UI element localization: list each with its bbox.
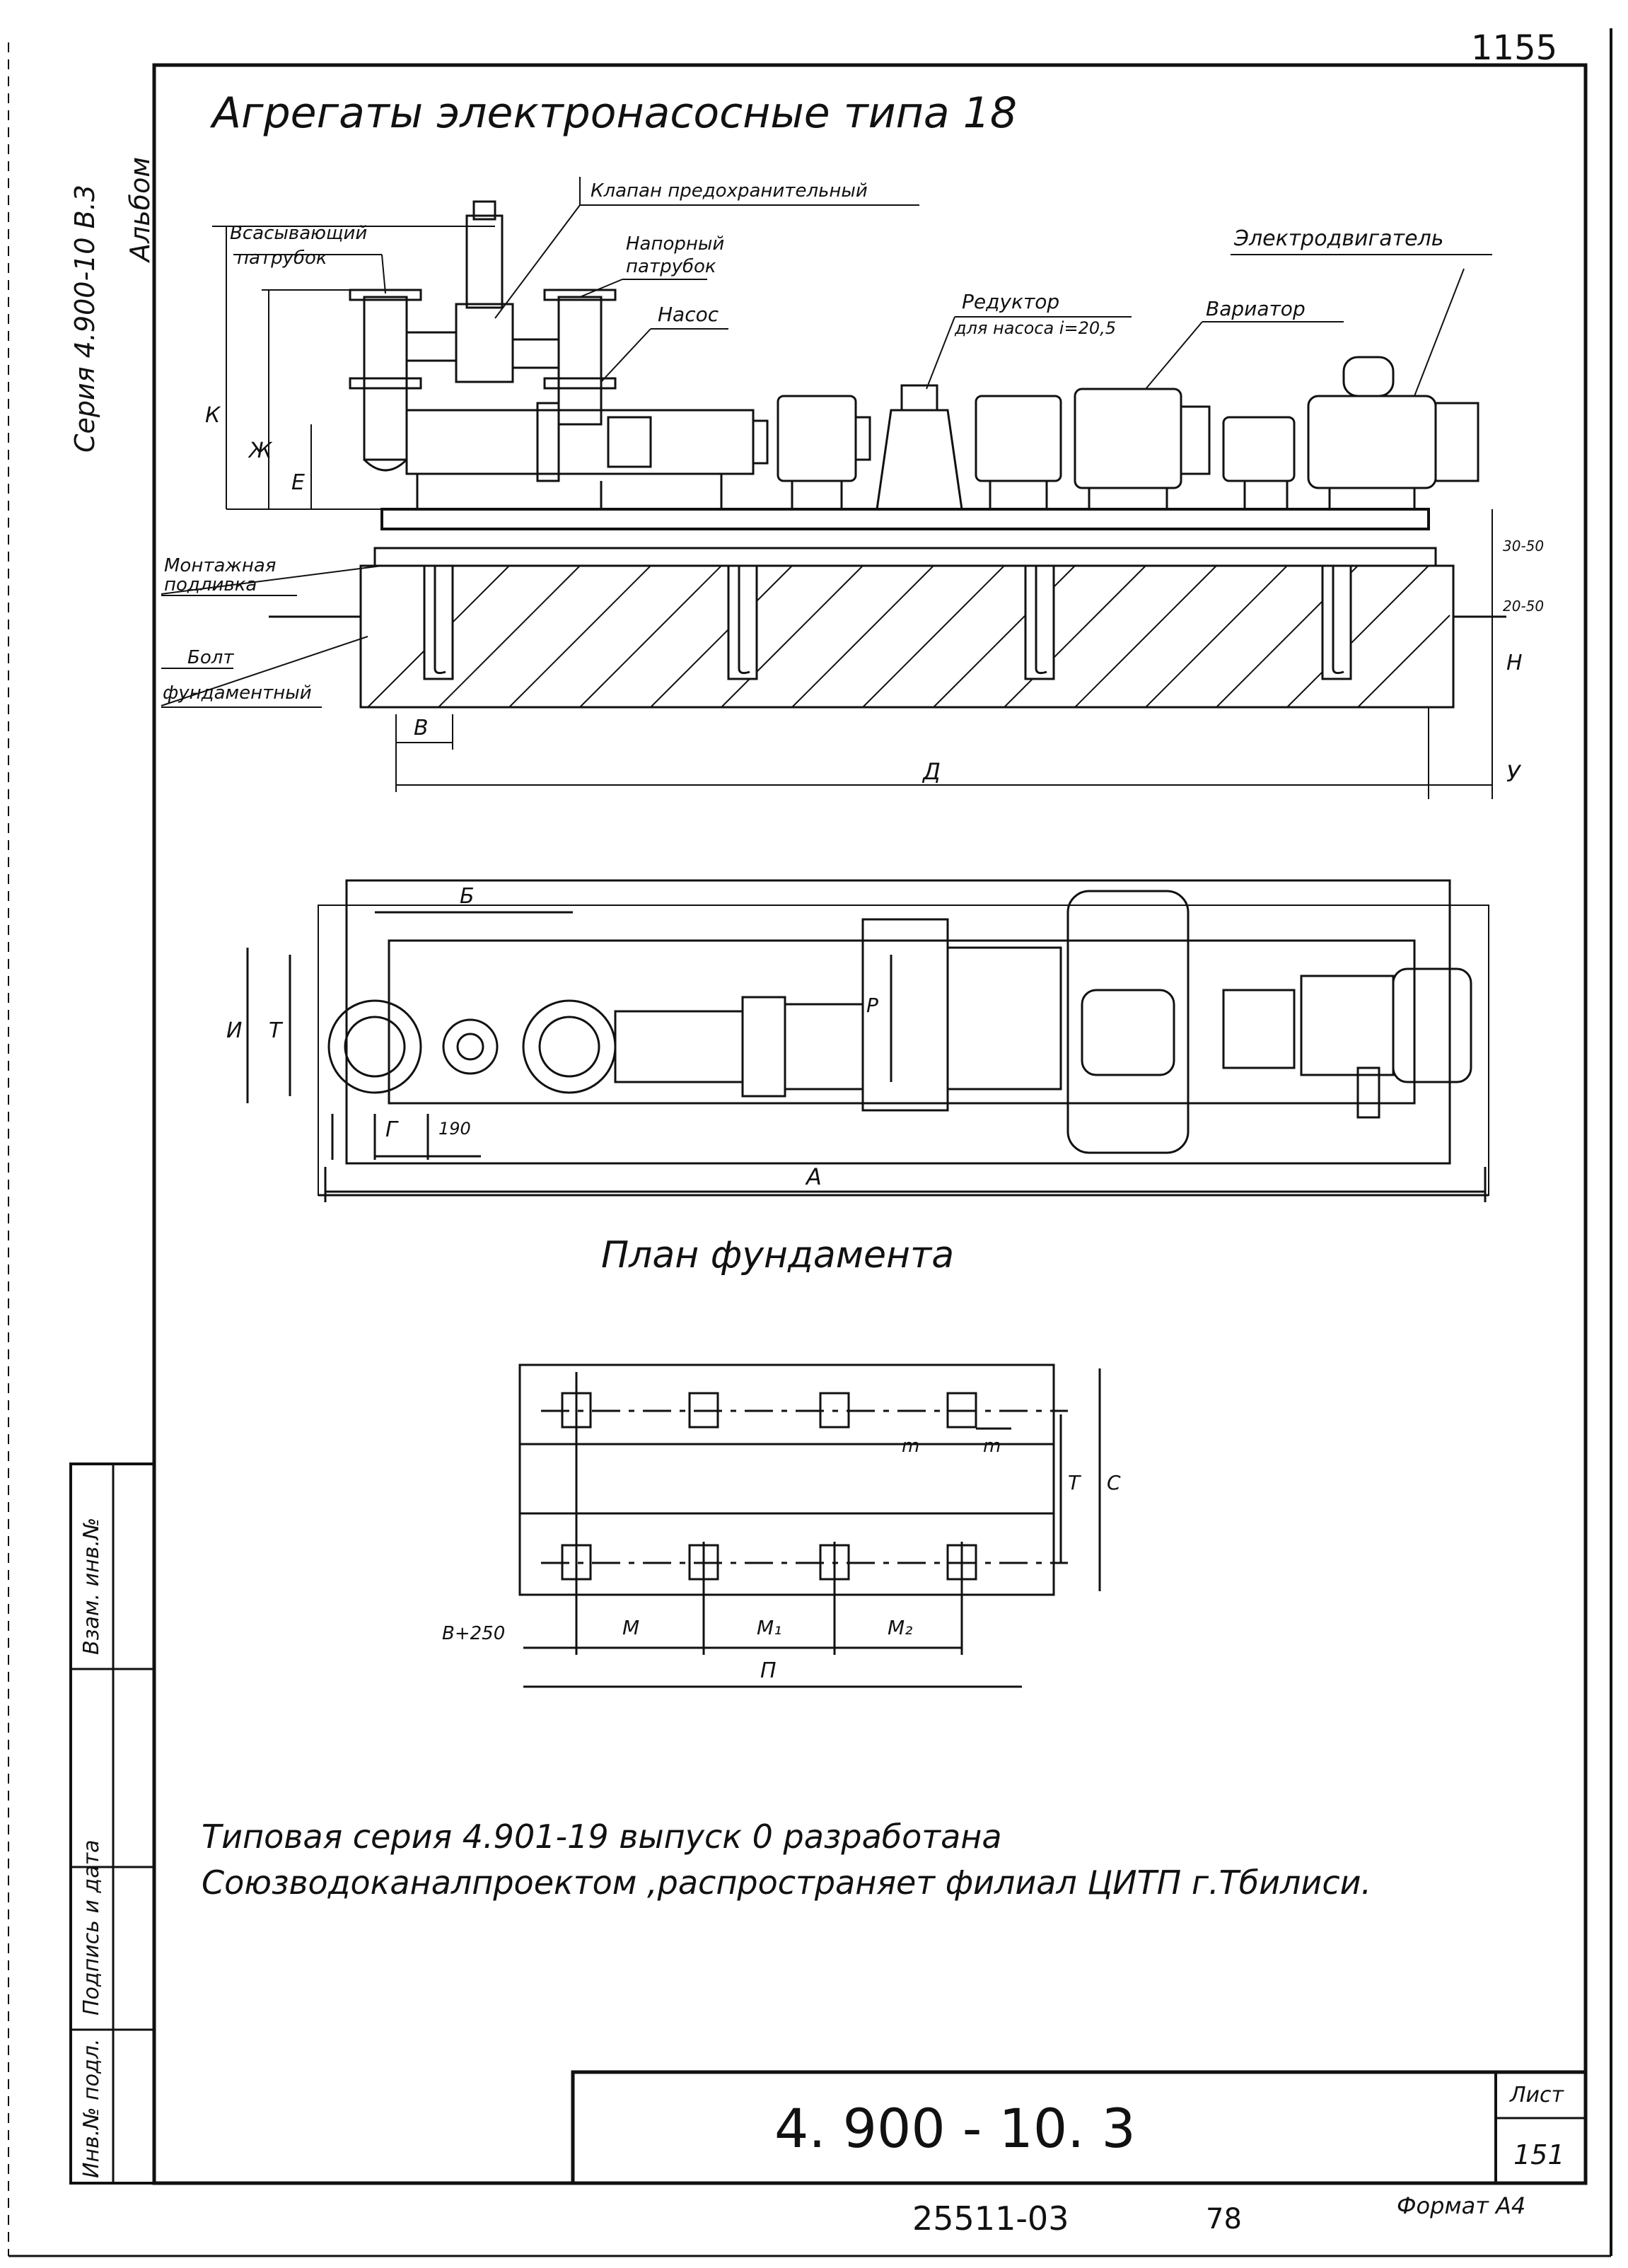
dim-M2: М₂ xyxy=(888,1616,913,1639)
stamp-designation: 4. 900 - 10. 3 xyxy=(774,2097,1136,2160)
base-frame xyxy=(380,508,1430,530)
dim-K: К xyxy=(205,403,221,428)
dim-B: Б xyxy=(460,884,475,909)
dim-M1: М₁ xyxy=(757,1616,782,1639)
label-discharge-pipe-1: Напорный xyxy=(626,233,725,255)
note-line-2: Союзводоканалпроектом ,распространяет фи… xyxy=(202,1863,1372,1902)
dim-C: С xyxy=(1107,1471,1121,1494)
dim-h2: 20-50 xyxy=(1503,598,1545,615)
label-bolt-1: Болт xyxy=(187,647,234,668)
label-discharge-pipe-2: патрубок xyxy=(626,256,716,277)
dim-E: Е xyxy=(291,470,305,495)
safety-valve-graphic xyxy=(407,200,559,383)
stamp-sheet-label: Лист xyxy=(1510,2083,1564,2107)
dim-R: Р xyxy=(866,994,878,1017)
pump-graphic xyxy=(405,402,769,482)
label-suction-pipe-1: Всасывающий xyxy=(230,223,368,244)
page-number: 1155 xyxy=(1471,28,1558,68)
label-suction-pipe-2: патрубок xyxy=(237,248,327,269)
label-pump: Насос xyxy=(658,303,719,326)
footer-format: Формат А4 xyxy=(1397,2192,1526,2219)
dim-h1: 30-50 xyxy=(1503,537,1545,554)
label-mounting-pad-2: подливка xyxy=(164,574,257,595)
suction-pipe-graphic xyxy=(349,289,422,472)
title-stamp xyxy=(571,2070,1588,2185)
dim-M: М xyxy=(622,1616,640,1639)
dim-H: Н xyxy=(1506,651,1523,675)
note-line-1: Типовая серия 4.901-19 выпуск 0 разработ… xyxy=(202,1818,1002,1856)
dim-m1: m xyxy=(902,1436,920,1457)
dim-I: И xyxy=(226,1018,243,1043)
dim-V250: В+250 xyxy=(442,1623,506,1644)
dim-190: 190 xyxy=(438,1119,471,1139)
footer-order: 25511-03 xyxy=(912,2199,1069,2238)
dim-V: В xyxy=(414,716,429,740)
dim-G: Г xyxy=(385,1117,397,1142)
dim-m2: m xyxy=(983,1436,1001,1457)
dim-P: П xyxy=(760,1658,777,1683)
top-view-graphic xyxy=(246,879,1489,1202)
label-safety-valve: Клапан предохранительный xyxy=(591,180,868,202)
label-mounting-pad-1: Монтажная xyxy=(164,555,277,576)
label-reducer-2: для насоса i=20,5 xyxy=(955,318,1117,338)
label-variator: Вариатор xyxy=(1206,297,1306,320)
side-stamp-inv: Инв.№ подл. xyxy=(79,2038,104,2178)
label-reducer-1: Редуктор xyxy=(962,290,1060,313)
drive-train-graphic xyxy=(777,356,1479,511)
side-stamp-vzam: Взам. инв.№ xyxy=(79,1517,104,1655)
foundation-plan-graphic xyxy=(518,1363,1101,1688)
foundation-plan-title: План фундамента xyxy=(601,1234,955,1277)
sheet-title: Агрегаты электронасосные типа 18 xyxy=(212,88,1018,138)
dim-A: А xyxy=(806,1163,822,1190)
label-bolt-2: фундаментный xyxy=(163,682,312,704)
dim-D: Д xyxy=(923,758,941,785)
dim-T: Т xyxy=(269,1018,282,1043)
foundation-section xyxy=(269,547,1506,709)
label-motor: Электродвигатель xyxy=(1234,226,1444,251)
dim-U: У xyxy=(1506,760,1521,787)
dim-T2: Т xyxy=(1068,1471,1081,1494)
stamp-sheet-number: 151 xyxy=(1513,2139,1565,2170)
side-stamp-podpis: Подпись и дата xyxy=(79,1839,104,2016)
dim-ZH: Ж xyxy=(249,438,272,463)
footer-copy: 78 xyxy=(1206,2203,1242,2235)
